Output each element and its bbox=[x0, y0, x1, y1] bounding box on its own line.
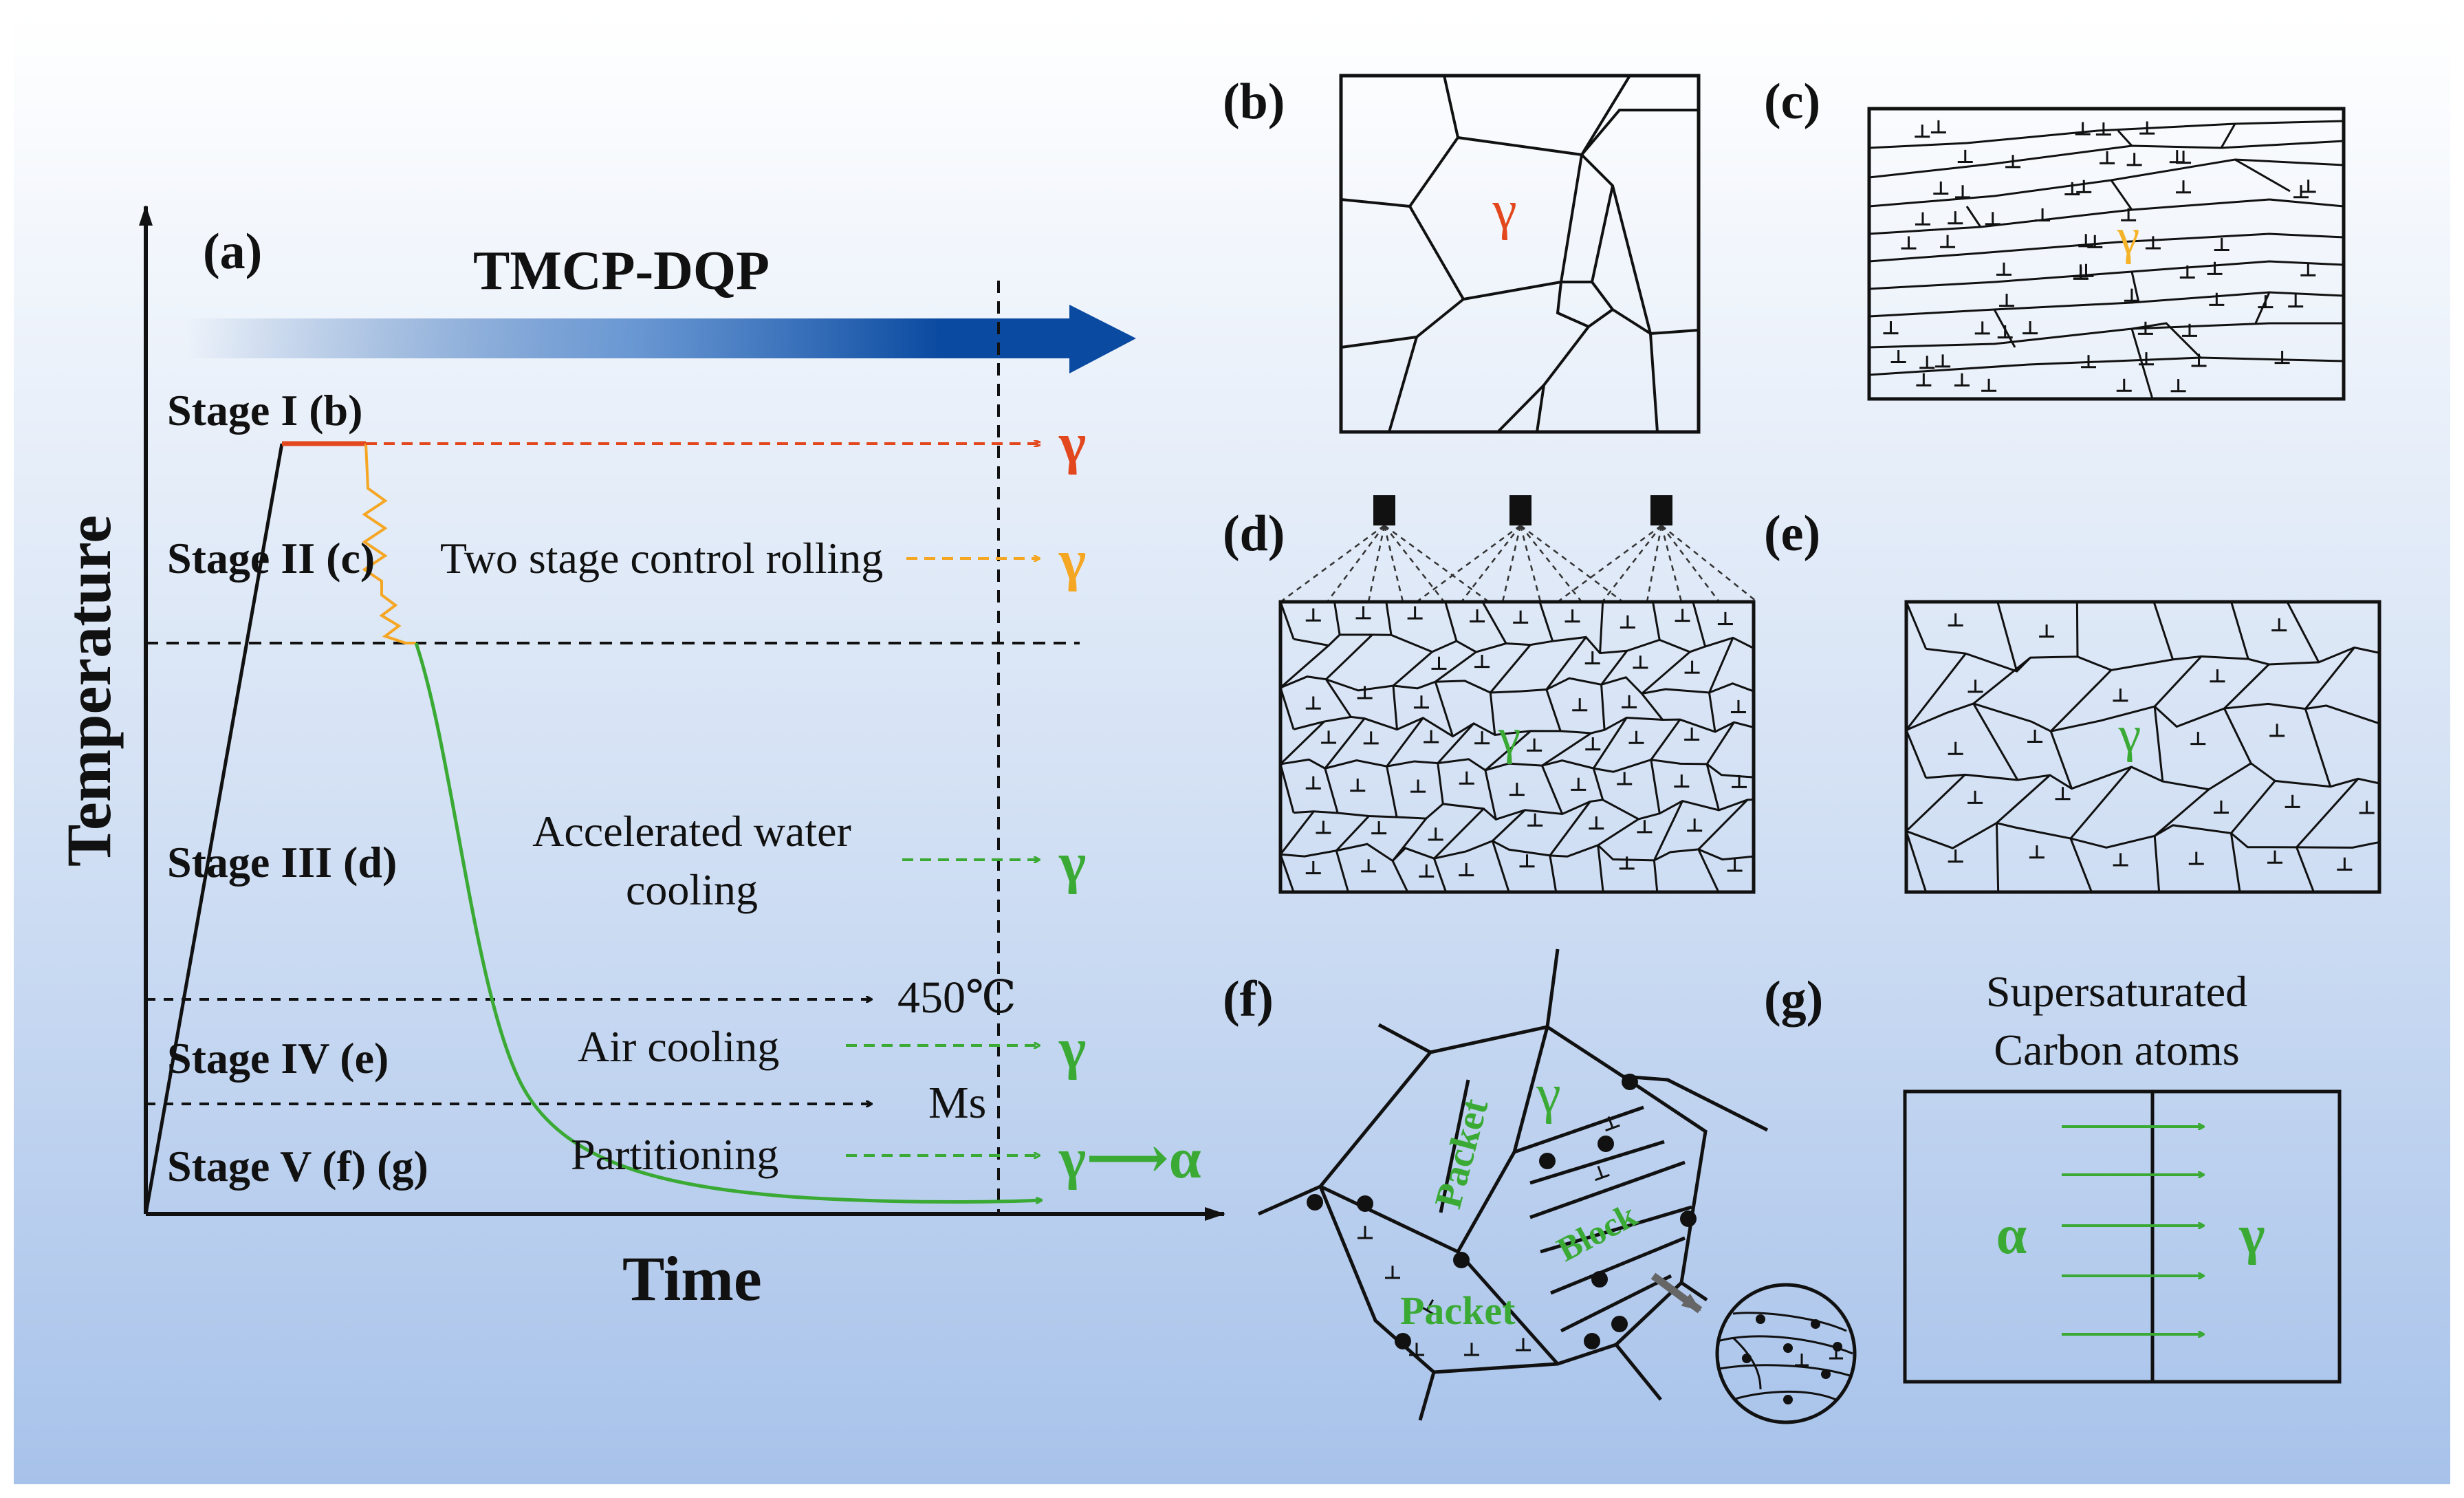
stage-5-label: Stage V (f) (g) bbox=[167, 1142, 428, 1191]
panel-f-phase: γ bbox=[1536, 1064, 1560, 1125]
panel-e-phase: γ bbox=[2118, 706, 2141, 763]
background bbox=[14, 14, 2450, 1484]
stage-3-process-line1: Accelerated water bbox=[532, 807, 851, 856]
panel-e-label: (e) bbox=[1764, 506, 1820, 562]
alpha-phase-label: α bbox=[1996, 1205, 2027, 1266]
water-spray bbox=[1280, 524, 1758, 603]
panel-g-title-line1: Supersaturated bbox=[1986, 967, 2247, 1016]
panel-a: (a) TMCP-DQP Temperature Time 450℃ Ms St… bbox=[54, 205, 1225, 1314]
carbon-flux-arrows bbox=[2062, 1127, 2204, 1334]
rolling-zigzag bbox=[362, 443, 416, 644]
stage-4-label: Stage IV (e) bbox=[167, 1034, 389, 1083]
stage-5-process: Partitioning bbox=[571, 1130, 778, 1179]
temp-450-label: 450℃ bbox=[897, 973, 1016, 1023]
stage-3-label: Stage III (d) bbox=[167, 838, 397, 887]
stage-1-phase: γ bbox=[1058, 411, 1086, 475]
dislocations bbox=[1948, 613, 2375, 871]
stage-3-process-line2: cooling bbox=[626, 865, 758, 914]
panel-d-label: (d) bbox=[1223, 506, 1285, 562]
panel-c: (c) γ bbox=[1764, 74, 2346, 401]
water-nozzles bbox=[1280, 495, 1758, 603]
panel-e: (e) γ bbox=[1764, 506, 2381, 894]
martensite-grain bbox=[1257, 948, 1769, 1421]
packet-label-2: Packet bbox=[1400, 1288, 1516, 1333]
panel-g-title-line2: Carbon atoms bbox=[1994, 1025, 2239, 1074]
stage-5-phase: γ⟶α bbox=[1058, 1127, 1201, 1191]
stage-4-process: Air cooling bbox=[578, 1022, 779, 1071]
panel-b-label: (b) bbox=[1223, 74, 1285, 130]
grain-boundaries bbox=[1340, 74, 1699, 433]
panel-g: (g) Supersaturated Carbon atoms α γ bbox=[1764, 967, 2342, 1384]
zoom-circle bbox=[1715, 1283, 1857, 1424]
cooling-curve bbox=[414, 642, 1042, 1202]
nozzle-2 bbox=[1509, 495, 1531, 525]
dislocations bbox=[1358, 1116, 1620, 1356]
dislocations bbox=[1883, 120, 2316, 393]
panel-c-phase: γ bbox=[2117, 208, 2140, 265]
panel-b: (b) γ bbox=[1223, 74, 1701, 434]
gamma-phase-label: γ bbox=[2238, 1205, 2265, 1266]
panel-d-phase: γ bbox=[1498, 708, 1521, 765]
panel-d: (d) γ bbox=[1223, 495, 1758, 894]
interface-box bbox=[1903, 1089, 2342, 1384]
zoom-arrow bbox=[1650, 1272, 1703, 1314]
coarse-grains bbox=[1905, 601, 2381, 893]
process-title: TMCP-DQP bbox=[473, 241, 770, 301]
elongated-grains bbox=[1868, 120, 2344, 400]
temp-ms-label: Ms bbox=[928, 1078, 986, 1128]
panel-f-label: (f) bbox=[1223, 971, 1274, 1028]
stage-2-process: Two stage control rolling bbox=[440, 534, 883, 583]
nozzle-3 bbox=[1650, 495, 1672, 525]
stage-3-phase: γ bbox=[1058, 831, 1086, 895]
y-axis-label: Temperature bbox=[54, 515, 124, 867]
carbide-dots bbox=[1307, 1074, 1697, 1349]
stage-1-label: Stage I (b) bbox=[167, 386, 362, 435]
panel-c-label: (c) bbox=[1764, 74, 1820, 130]
nozzle-1 bbox=[1373, 495, 1395, 525]
panel-b-phase: γ bbox=[1492, 180, 1516, 241]
process-arrow bbox=[186, 305, 1136, 373]
dislocations bbox=[1305, 606, 1747, 878]
stage-4-phase: γ bbox=[1058, 1017, 1086, 1081]
x-axis-label: Time bbox=[622, 1244, 762, 1314]
panel-a-label: (a) bbox=[203, 224, 262, 280]
stage-2-phase: γ bbox=[1058, 528, 1086, 592]
fine-grains bbox=[1279, 601, 1755, 893]
stage-2-label: Stage II (c) bbox=[167, 534, 375, 583]
heating-ramp bbox=[144, 443, 284, 1215]
panel-g-label: (g) bbox=[1764, 971, 1823, 1028]
